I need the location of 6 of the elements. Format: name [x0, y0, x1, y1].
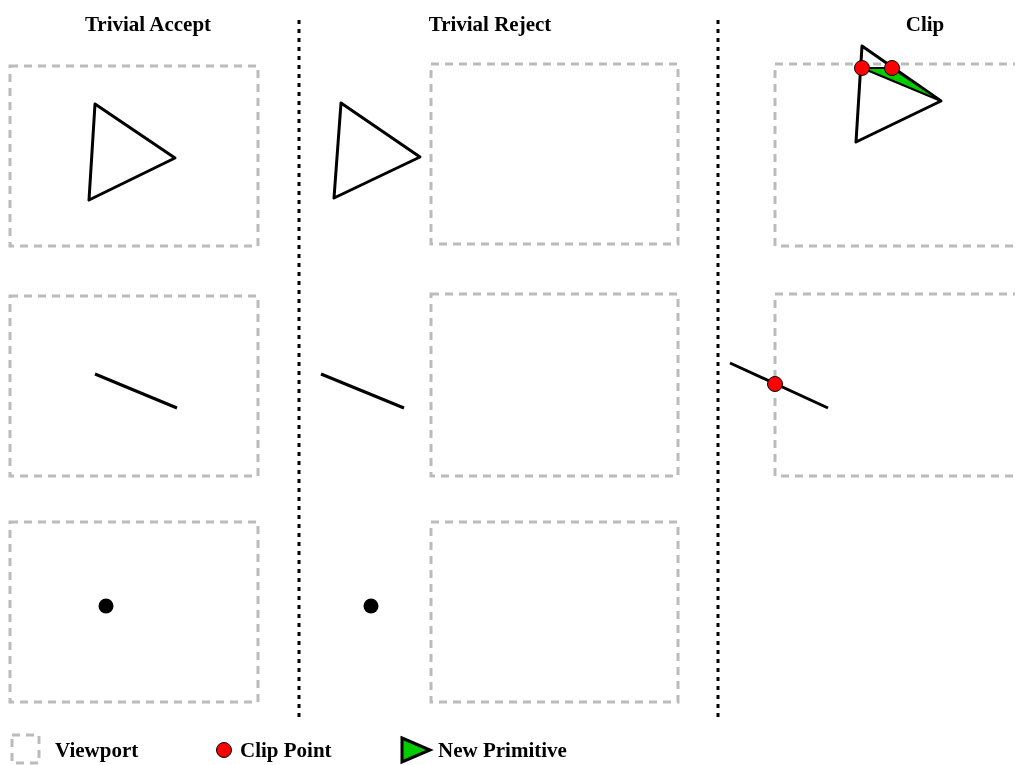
legend-label: New Primitive — [438, 738, 567, 762]
legend-label: Clip Point — [240, 738, 332, 762]
column-heading: Trivial Reject — [428, 12, 552, 36]
column-heading: Clip — [905, 12, 945, 36]
column-heading: Trivial Accept — [84, 12, 212, 36]
legend-label: Viewport — [55, 738, 139, 762]
